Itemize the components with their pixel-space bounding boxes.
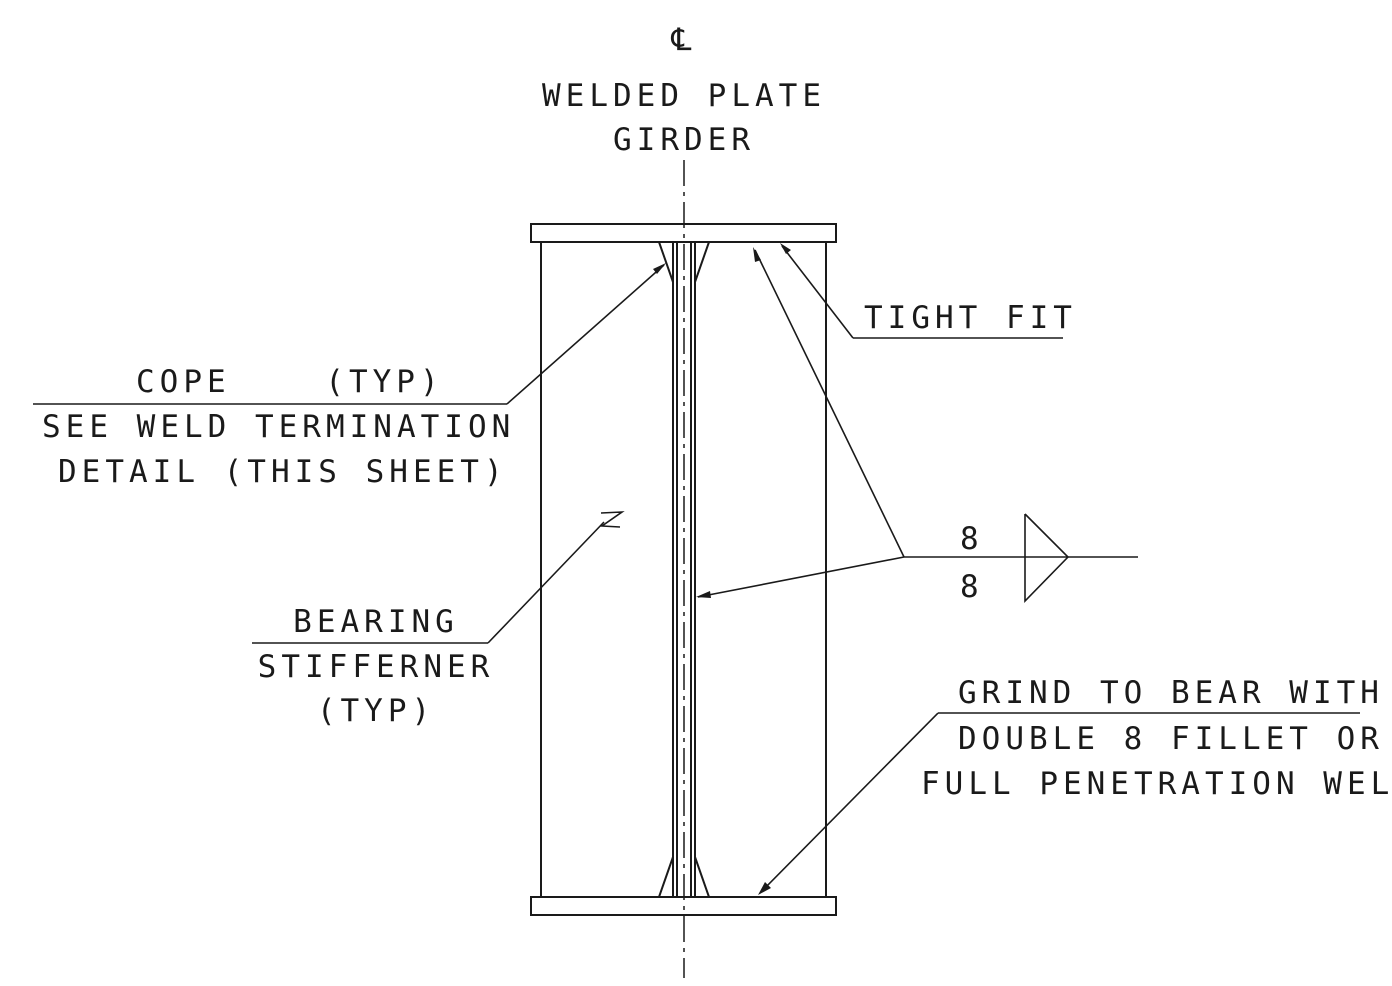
weld-leader-to-web [697,556,905,598]
cope-arrowhead [653,263,666,274]
centerline-symbol: ℄ [671,22,697,58]
tight-fit-leader [781,245,854,339]
bottom-right-cope [694,856,710,898]
grind-arrowhead [758,882,771,895]
cope-label-line2: SEE WELD TERMINATION [42,409,515,445]
tight-fit-arrowhead [780,243,791,254]
cope-label-line3: DETAIL (THIS SHEET) [58,454,508,490]
grind-label-line3: FULL PENETRATION WELD [921,766,1392,802]
bearing-stiffener-leader [487,521,605,644]
bearing-label-line1: BEARING [293,604,459,640]
top-right-cope [694,241,710,283]
weld-fillet-symbol [1024,513,1070,603]
bearing-label-line2: STIFFERNER [258,649,495,685]
girder-title-line2: GIRDER [613,122,755,158]
break-mark [599,511,625,528]
top-flange-plate [530,223,837,243]
bearing-label-line3: (TYP) [317,693,435,729]
cope-leader [506,264,665,405]
bottom-left-cope [658,856,674,898]
grind-leader [759,712,939,894]
weld-size-top: 8 [960,521,984,557]
grind-label-line2: DOUBLE 8 FILLET OR [958,721,1384,757]
top-left-cope [658,241,674,283]
cope-label-line1: COPE (TYP) [136,364,444,400]
grind-label-line1: GRIND TO BEAR WITH [958,675,1384,711]
weld-web-arrowhead [696,591,711,598]
tight-fit-label: TIGHT FIT [864,300,1077,336]
bottom-flange-plate [530,896,837,916]
weld-leader-to-flange [754,249,905,558]
weld-flange-arrowhead [753,247,761,262]
girder-title-line1: WELDED PLATE [542,78,826,114]
weld-size-bottom: 8 [960,569,984,605]
